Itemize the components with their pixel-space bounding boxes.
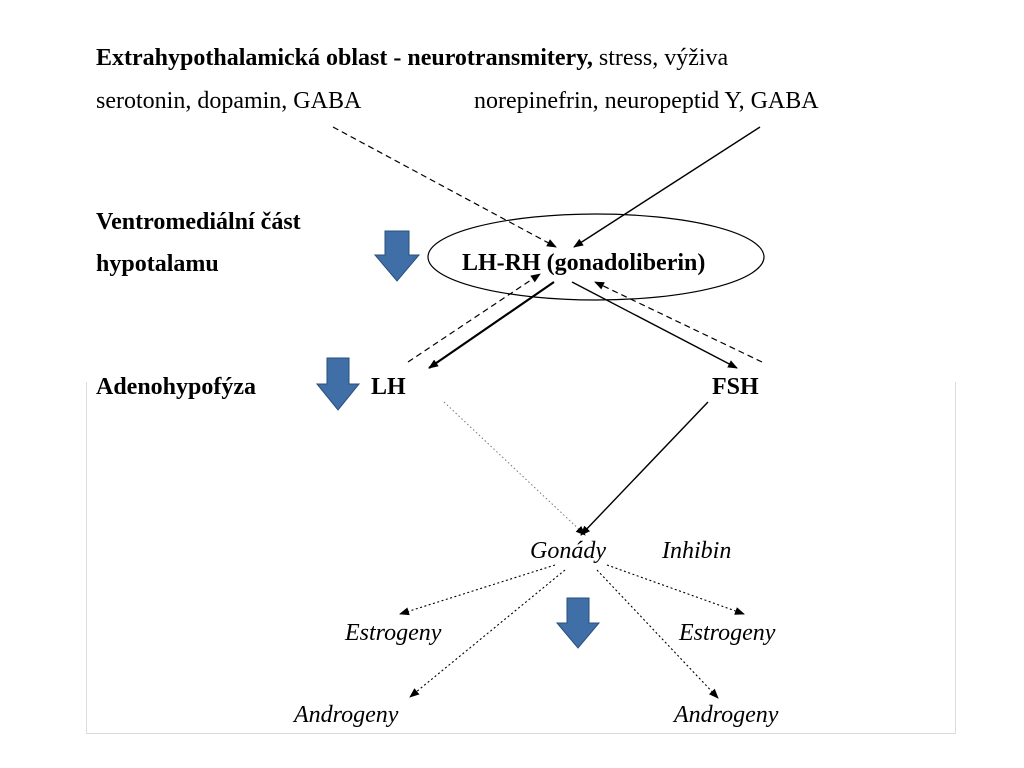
arrow-gonads-to-androgen-left xyxy=(409,569,566,698)
header-stress-nutrition: stress, výživa xyxy=(592,45,729,71)
feedback-fsh-to-lhrh xyxy=(594,281,763,363)
estrogen-left: Estrogeny xyxy=(345,620,442,646)
header-stimulatory-list: norepinefrin, neuropeptid Y, GABA xyxy=(474,88,819,114)
arrow-norepinephrine-to-lhrh xyxy=(573,126,761,248)
androgen-left: Androgeny xyxy=(294,702,399,728)
arrow-lh-to-gonads xyxy=(443,401,586,536)
lhrh-node: LH-RH (gonadoliberin) xyxy=(462,250,706,276)
lower-frame xyxy=(86,382,956,734)
hypothalamus-label-line1: Ventromediální část xyxy=(96,209,301,235)
inhibin-label: Inhibin xyxy=(662,538,732,564)
androgen-right: Androgeny xyxy=(674,702,779,728)
arrow-serotonin-to-lhrh xyxy=(332,126,557,248)
hypothalamus-label-line2: hypotalamu xyxy=(96,251,219,277)
fsh-node: FSH xyxy=(712,374,759,400)
block-arrow-hypothalamus xyxy=(373,230,421,282)
arrow-fsh-to-gonads xyxy=(580,401,709,536)
arrow-lhrh-to-lh xyxy=(428,281,555,369)
arrow-lhrh-to-fsh xyxy=(571,281,738,369)
header-line-1: Extrahypothalamická oblast - neurotransm… xyxy=(96,44,728,72)
gonads-node: Gonády xyxy=(530,538,606,564)
arrow-gonads-to-estrogen-left xyxy=(399,564,556,616)
lh-node: LH xyxy=(371,374,406,400)
estrogen-right: Estrogeny xyxy=(679,620,776,646)
block-arrow-adenohypophysis xyxy=(315,357,361,411)
lhrh-ellipse xyxy=(427,213,765,301)
block-arrow-gonads xyxy=(555,597,601,649)
adenohypophysis-label: Adenohypofýza xyxy=(96,374,257,400)
header-neurotransmitters-label: Extrahypothalamická oblast - neurotransm… xyxy=(96,45,593,71)
feedback-lh-to-lhrh xyxy=(407,273,541,363)
header-inhibitory-list: serotonin, dopamin, GABA xyxy=(96,88,362,114)
arrow-gonads-to-estrogen-right xyxy=(606,564,745,615)
